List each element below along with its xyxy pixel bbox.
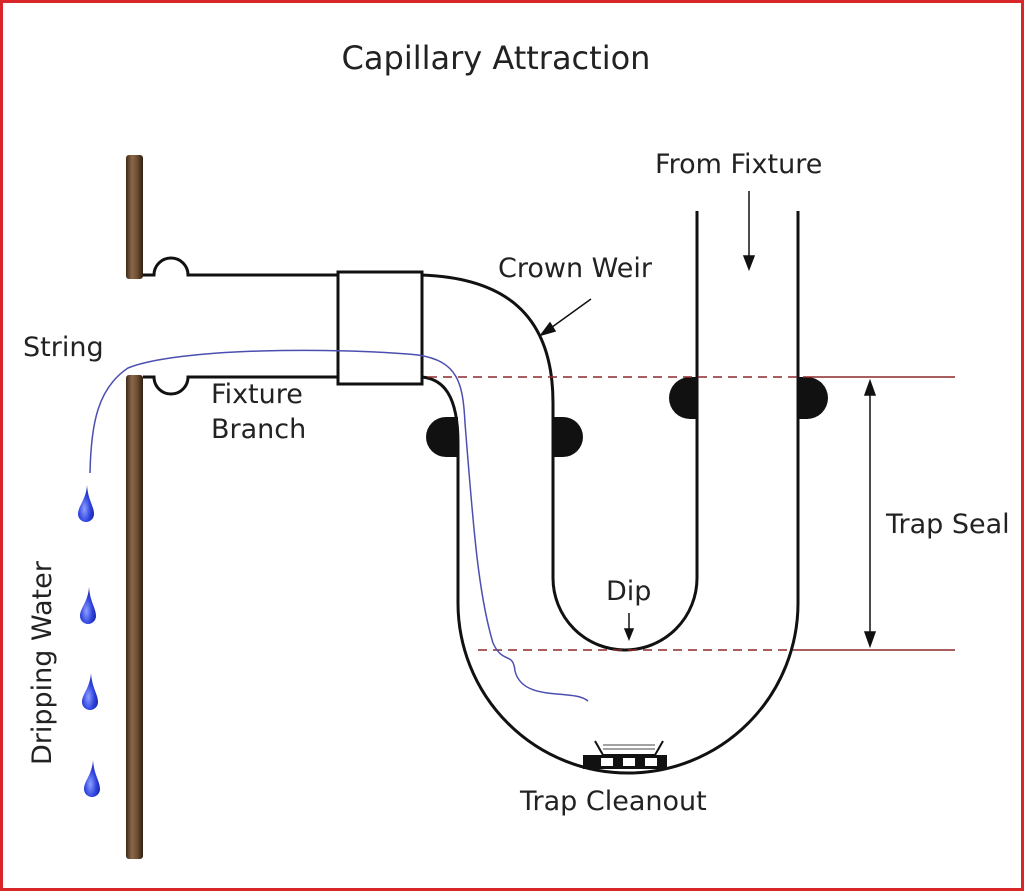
- water-drop: [78, 485, 94, 522]
- joint-lug-left-outer: [426, 417, 458, 457]
- joint-lug-right-outer: [798, 377, 828, 419]
- water-drop: [82, 673, 98, 710]
- from-fixture-arrow: [742, 191, 756, 272]
- wall: [126, 155, 143, 859]
- fixture-branch-bottom-wall: [143, 375, 338, 396]
- water-drop: [80, 587, 96, 624]
- fixture-branch-label-line1: Fixture: [211, 379, 303, 410]
- pipe-coupling: [336, 270, 424, 386]
- trap-seal-levels: [428, 376, 955, 651]
- joint-lug-left-inner: [553, 417, 583, 457]
- dip-arrow: [623, 613, 635, 642]
- trap-inner-wall: [421, 211, 699, 652]
- capillary-attraction-diagram: Capillary Attraction: [23, 39, 1010, 859]
- pipe-joint-lugs: [426, 377, 828, 457]
- trap-outer-wall: [421, 211, 800, 775]
- trap-cleanout-plug: [583, 740, 667, 769]
- joint-lug-right-inner: [669, 377, 697, 419]
- crown-weir-arrow: [539, 298, 592, 337]
- water-drop: [84, 760, 100, 797]
- fixture-branch-pipe: [143, 256, 338, 396]
- trap-cleanout-label: Trap Cleanout: [519, 786, 707, 817]
- fixture-branch-label-line2: Branch: [211, 414, 306, 445]
- dip-label: Dip: [606, 576, 651, 607]
- wall-upper-section: [126, 155, 143, 279]
- from-fixture-label: From Fixture: [655, 149, 822, 180]
- wall-lower-section: [126, 375, 143, 859]
- dripping-water-label: Dripping Water: [27, 560, 58, 765]
- diagram-title: Capillary Attraction: [342, 39, 651, 77]
- crown-weir-label: Crown Weir: [498, 253, 653, 284]
- trap-seal-dimension-arrow: [863, 378, 877, 649]
- fixture-branch-top-wall: [143, 256, 338, 277]
- dripping-water-drops: [78, 485, 100, 797]
- trap-seal-label: Trap Seal: [885, 509, 1010, 540]
- string-line: [89, 349, 589, 702]
- string-label: String: [23, 332, 104, 363]
